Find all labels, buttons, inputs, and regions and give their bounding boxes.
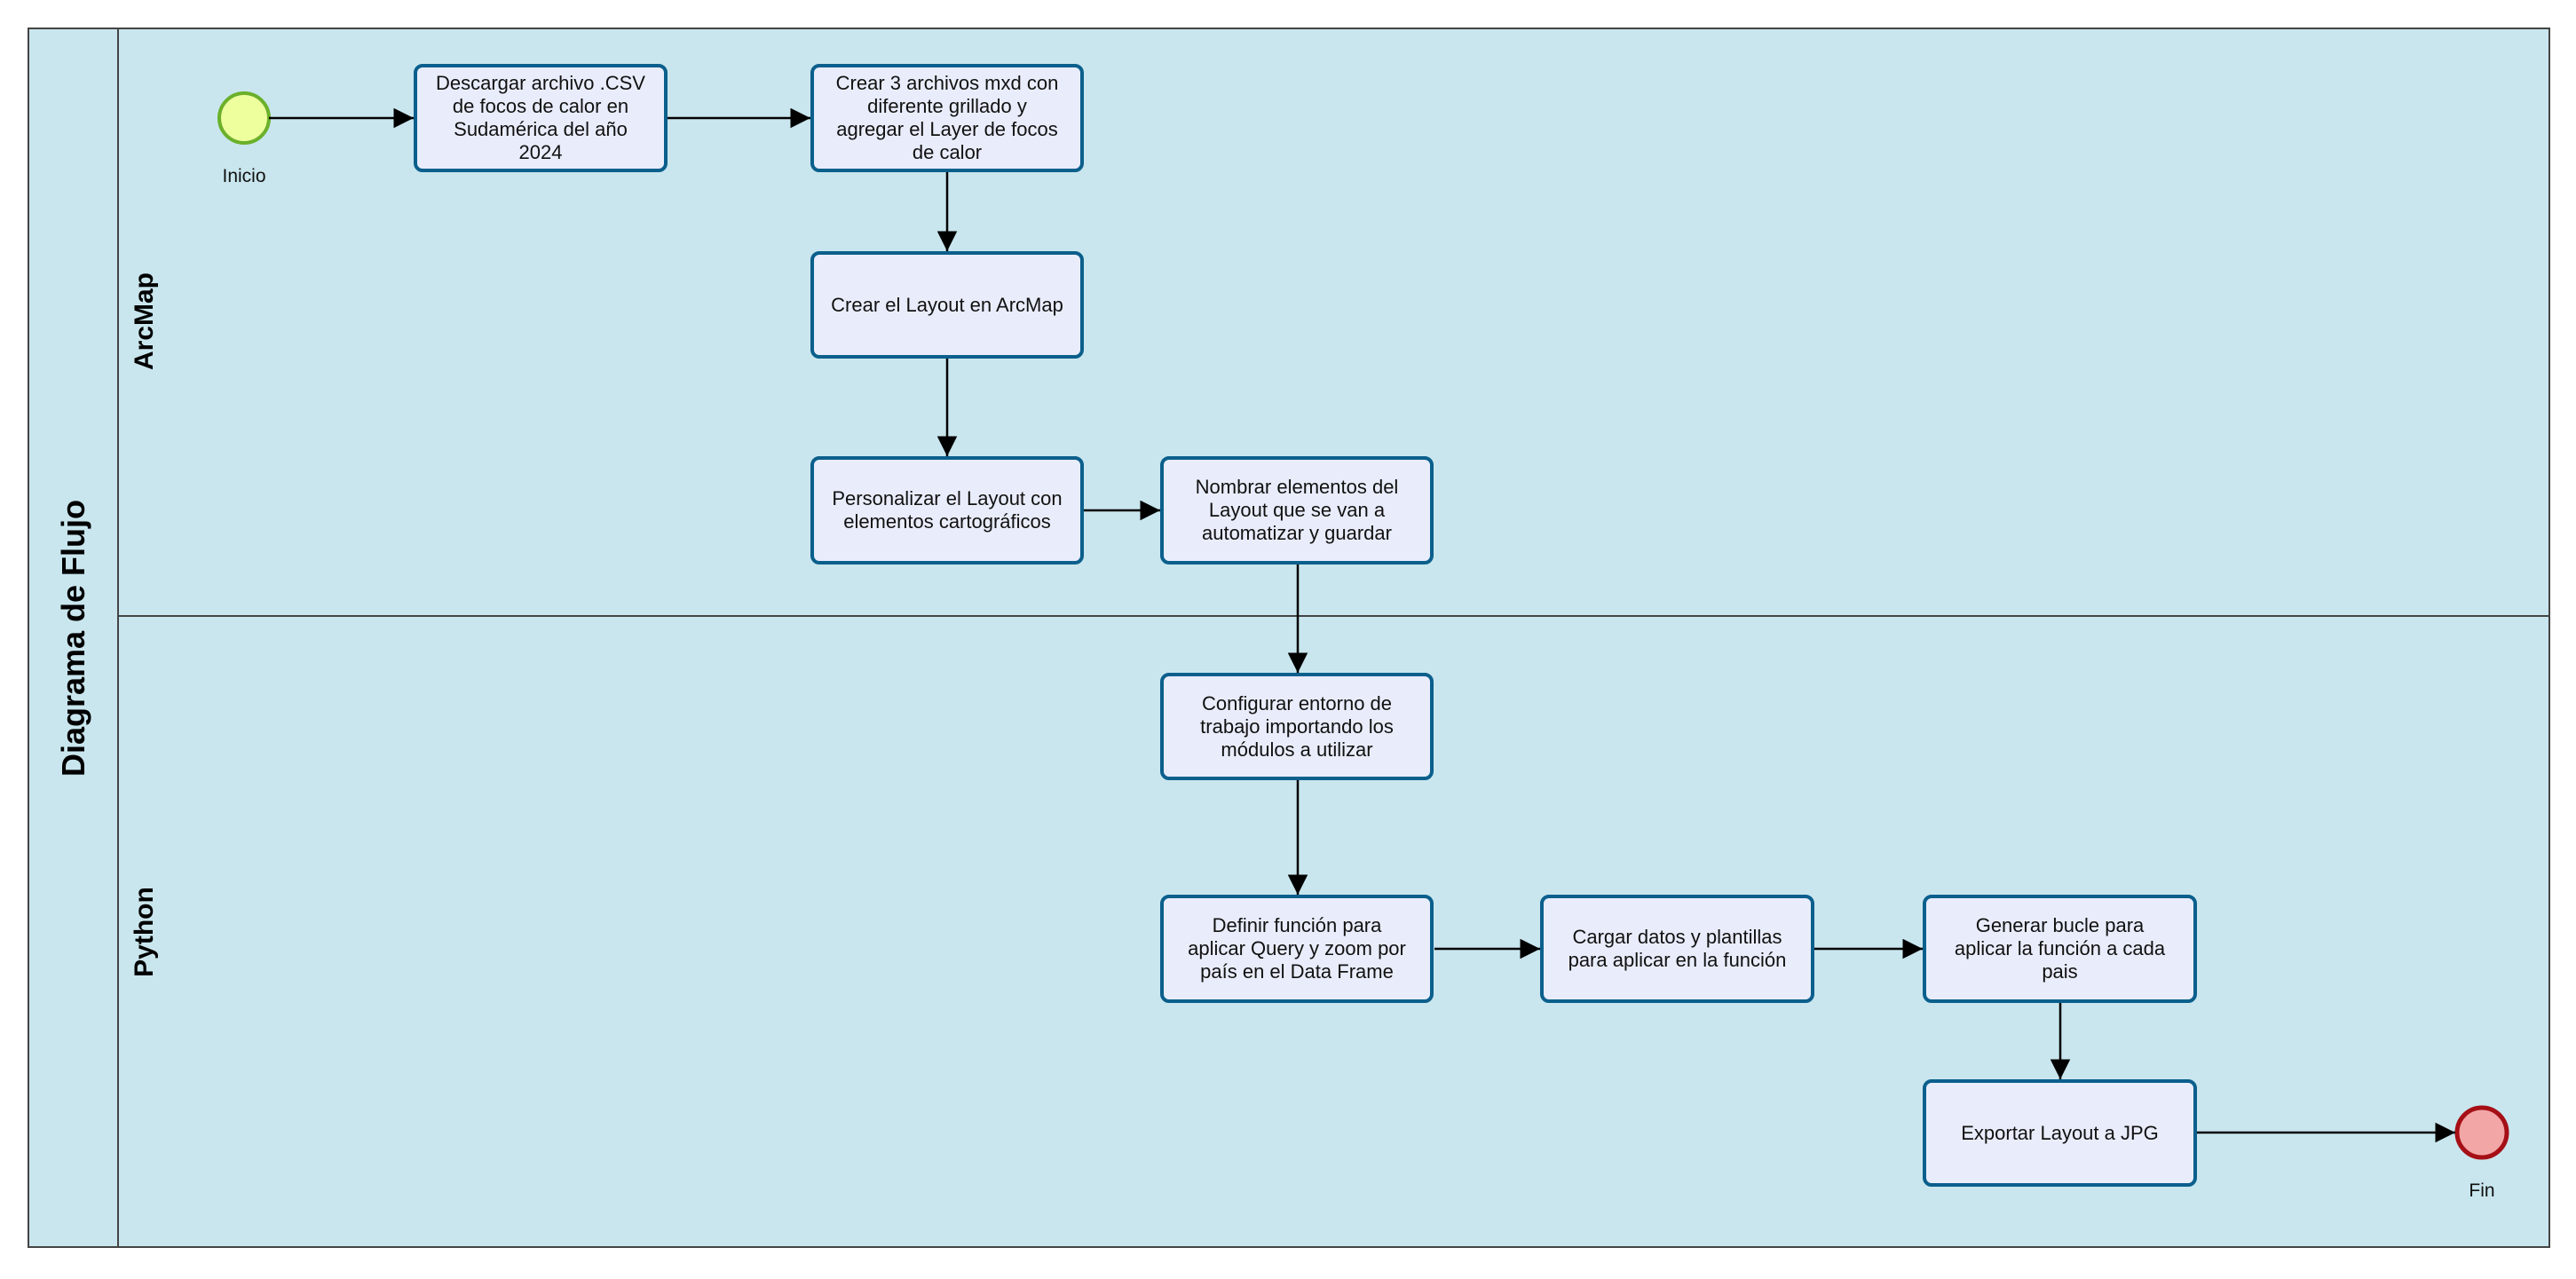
pool-background bbox=[28, 28, 2550, 1248]
task-define-function: Definir función para aplicar Query y zoo… bbox=[1160, 895, 1434, 1003]
task-configure-environment: Configurar entorno de trabajo importando… bbox=[1160, 673, 1434, 780]
task-personalize-layout: Personalizar el Layout con elementos car… bbox=[810, 456, 1084, 564]
task-load-data: Cargar datos y plantillas para aplicar e… bbox=[1540, 895, 1814, 1003]
task-generate-loop: Generar bucle para aplicar la función a … bbox=[1923, 895, 2197, 1003]
task-create-layout: Crear el Layout en ArcMap bbox=[810, 251, 1084, 359]
pool-title-text: Diagrama de Flujo bbox=[55, 499, 91, 777]
pool-title: Diagrama de Flujo bbox=[29, 28, 118, 1247]
task-name-elements: Nombrar elementos del Layout que se van … bbox=[1160, 456, 1434, 564]
lane-python: Python bbox=[118, 616, 171, 1247]
start-event-label: Inicio bbox=[222, 166, 266, 186]
start-event bbox=[217, 91, 271, 145]
end-event bbox=[2454, 1105, 2509, 1160]
lane-arcmap-label: ArcMap bbox=[130, 272, 159, 371]
task-create-mxd: Crear 3 archivos mxd con diferente grill… bbox=[810, 64, 1084, 172]
task-download-csv: Descargar archivo .CSV de focos de calor… bbox=[414, 64, 668, 172]
lane-python-label: Python bbox=[130, 887, 159, 977]
task-export-jpg: Exportar Layout a JPG bbox=[1923, 1079, 2197, 1187]
end-event-label: Fin bbox=[2469, 1180, 2495, 1201]
lane-arcmap: ArcMap bbox=[118, 28, 171, 616]
